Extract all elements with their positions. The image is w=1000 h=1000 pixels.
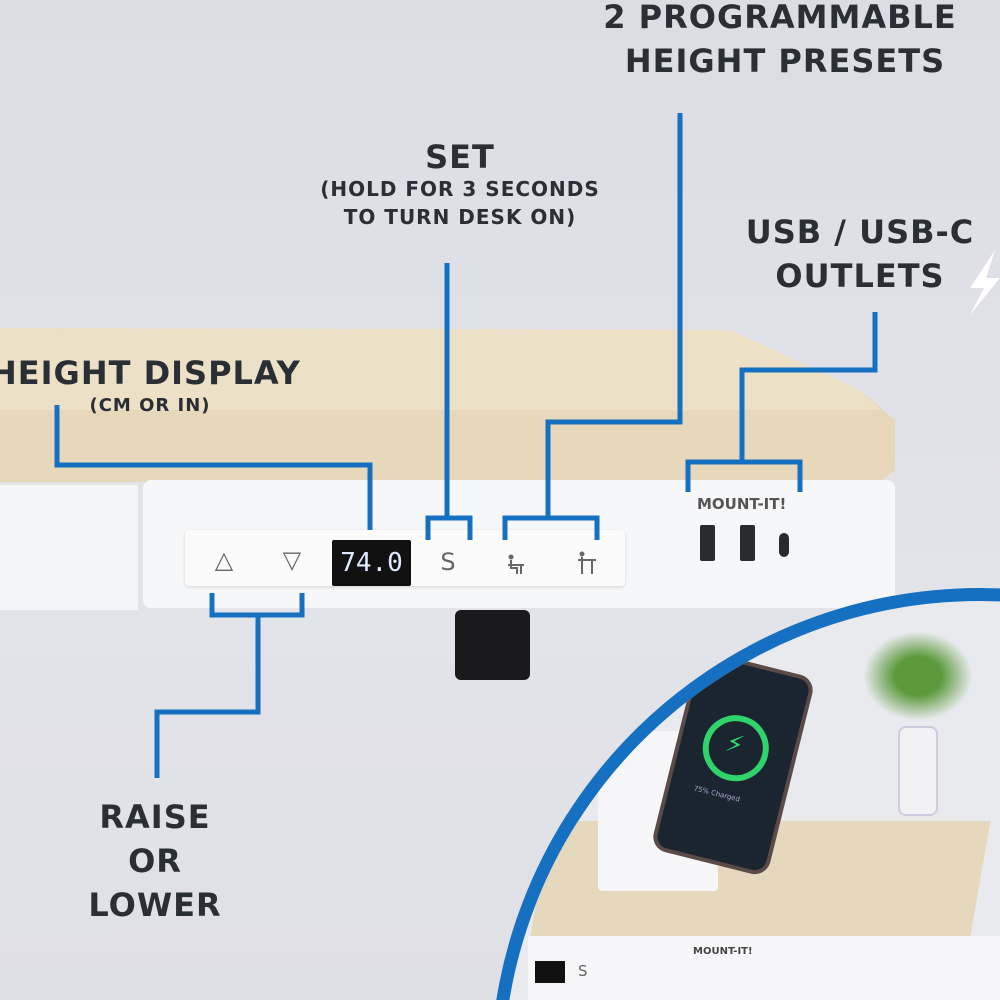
plant-vase xyxy=(898,726,938,816)
inset-brand: MOUNT-IT! xyxy=(693,946,753,957)
raise-button[interactable]: △ xyxy=(214,546,234,574)
raise-label-3: LOWER xyxy=(88,886,222,924)
plant-leaves xyxy=(863,631,973,721)
preset-stand-button[interactable] xyxy=(576,551,598,575)
raise-label-2: OR xyxy=(128,842,182,880)
lightning-icon xyxy=(970,250,1000,315)
lower-button[interactable]: ▽ xyxy=(282,546,302,574)
presets-label-1: 2 PROGRAMMABLE xyxy=(603,0,957,36)
inset-display xyxy=(535,961,565,983)
usb-port xyxy=(740,525,755,561)
height-display-label: HEIGHT DISPLAY xyxy=(0,354,301,392)
usb-c-port xyxy=(779,533,789,557)
preset-sit-button[interactable] xyxy=(505,553,527,575)
set-label: SET xyxy=(425,138,495,176)
usb-port xyxy=(700,525,715,561)
set-desc-1: (HOLD FOR 3 SECONDS xyxy=(320,177,600,201)
presets-label-2: HEIGHT PRESETS xyxy=(624,42,946,80)
usb-label-1: USB / USB-C xyxy=(745,213,975,251)
height-display: 74.0 xyxy=(332,540,411,586)
inset-desk-front xyxy=(528,936,1000,1000)
brand-logo: MOUNT-IT! xyxy=(697,495,787,513)
set-desc-2: TO TURN DESK ON) xyxy=(343,205,577,229)
usb-label-2: OUTLETS xyxy=(775,257,945,295)
phone-status: 75% Charged xyxy=(692,784,741,804)
stand-icon xyxy=(578,551,596,574)
inset-set: S xyxy=(578,962,588,980)
sit-icon xyxy=(508,554,524,574)
raise-label-1: RAISE xyxy=(99,798,211,836)
set-button[interactable]: S xyxy=(440,548,456,576)
height-display-sub: (CM OR IN) xyxy=(89,395,211,416)
